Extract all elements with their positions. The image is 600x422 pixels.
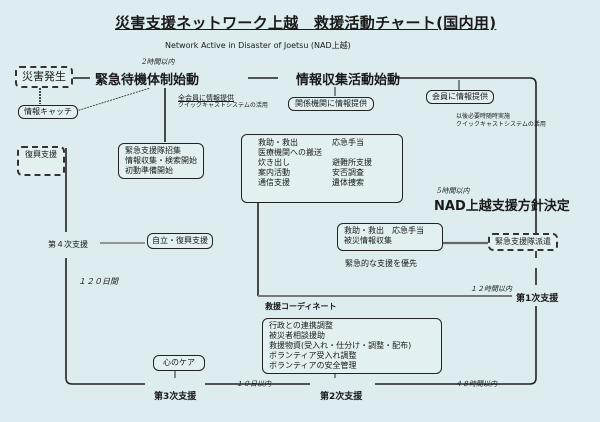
disaster-node: 災害発生 bbox=[15, 66, 73, 88]
first-aid-line: 救助・救出 応急手当 bbox=[344, 226, 424, 235]
emergency-team-line: 初動準備開始 bbox=[125, 166, 173, 175]
activity-item: 救助・救出 bbox=[258, 138, 298, 147]
connector bbox=[375, 306, 537, 385]
connector bbox=[65, 258, 145, 385]
activity-item: 安否調査 bbox=[332, 168, 364, 177]
independence-node: 自立・復興支援 bbox=[147, 233, 213, 249]
hours-48-label: ４８時間以内 bbox=[455, 380, 497, 388]
within-2h-label: 2時間以内 bbox=[142, 58, 175, 66]
activities-node: 救助・救出 医療機関への搬送 炊き出し 案内活動 通信支援 応急手当 避難所支援… bbox=[241, 134, 403, 203]
related-orgs-info-node: 関係機関に情報提供 bbox=[288, 97, 374, 111]
all-members-info: 全会員に情報提供 bbox=[178, 94, 234, 102]
priority-note: 緊急的な支援を優先 bbox=[345, 259, 417, 268]
quick-cast-note-1: クイックキャストシステムの活用 bbox=[178, 102, 268, 109]
quick-cast-note-2: クイックキャストシステムの活用 bbox=[456, 121, 546, 128]
coordinate-item: 被災者相談援助 bbox=[269, 331, 325, 340]
page-subtitle: Network Active in Disaster of Joetsu (NA… bbox=[165, 41, 351, 50]
emergency-team-line: 緊急支援隊招集 bbox=[125, 146, 181, 155]
activity-item: 通信支援 bbox=[258, 178, 290, 187]
hours-12-label: １２時間以内 bbox=[470, 285, 512, 293]
as-needed-note: 以後必要時随時実施 bbox=[456, 113, 511, 120]
page-title: 災害支援ネットワーク上越 救援活動チャート(国内用) bbox=[115, 14, 497, 32]
activity-item: 炊き出し bbox=[258, 158, 290, 167]
members-info-node: 会員に情報提供 bbox=[426, 90, 494, 104]
connector bbox=[69, 87, 151, 114]
connector bbox=[395, 77, 537, 258]
policy-decision-label: NAD上越支援方針決定 bbox=[434, 199, 570, 214]
coordinate-label: 救援コーディネート bbox=[265, 302, 337, 311]
activity-item: 応急手当 bbox=[332, 138, 364, 147]
activity-item: 遺体捜索 bbox=[332, 178, 364, 187]
first-aid-node: 救助・救出 応急手当 被災情報収集 bbox=[337, 223, 443, 251]
activity-item: 案内活動 bbox=[258, 168, 290, 177]
within-5h-label: 5時間以内 bbox=[437, 187, 470, 195]
stage2-label: 第2次支援 bbox=[320, 392, 363, 402]
first-aid-line: 被災情報収集 bbox=[344, 236, 392, 245]
mental-care-node: 心のケア bbox=[153, 355, 205, 371]
activity-item: 医療機関への搬送 bbox=[258, 148, 322, 157]
emergency-team-node: 緊急支援隊招集 情報収集・検索開始 初動準備開始 bbox=[118, 143, 204, 179]
days-120-label: １２０日間 bbox=[78, 277, 118, 286]
days-10-label: １０日以内 bbox=[236, 380, 271, 388]
coordinate-node: 行政との連携調整 被災者相談援助 救援物資(受入れ・仕分け・調整・配布) ボラン… bbox=[262, 318, 442, 374]
stage1-label: 第1次支援 bbox=[516, 294, 559, 304]
stage3-label: 第3次支援 bbox=[154, 392, 197, 402]
coordinate-item: ボランティア受入れ調整 bbox=[269, 351, 357, 360]
coordinate-item: 救援物資(受入れ・仕分け・調整・配布) bbox=[269, 341, 412, 350]
activity-item: 避難所支援 bbox=[332, 158, 372, 167]
emergency-standby-label: 緊急待機体制始動 bbox=[95, 73, 200, 88]
info-catch-node: 情報キャッチ bbox=[18, 105, 78, 119]
emergency-team-line: 情報収集・検索開始 bbox=[125, 156, 197, 165]
recovery-support-node: 復興支援 bbox=[17, 146, 65, 176]
coordinate-item: 行政との連携調整 bbox=[269, 321, 333, 330]
stage4-label: 第４次支援 bbox=[48, 238, 88, 251]
dispatch-node: 緊急支援隊派遣 bbox=[488, 233, 558, 251]
coordinate-item: ボランティアの安全管理 bbox=[269, 361, 357, 370]
info-gathering-label: 情報収集活動始動 bbox=[296, 73, 401, 88]
